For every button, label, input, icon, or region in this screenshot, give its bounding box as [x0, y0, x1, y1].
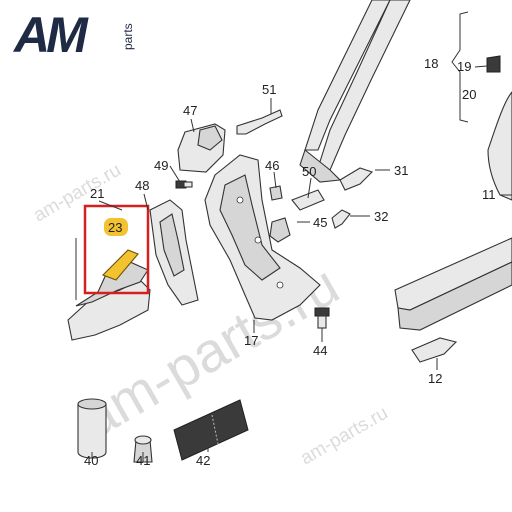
watermark-small-top-left: am-parts.ru: [30, 160, 125, 227]
callout-20: 20: [462, 87, 476, 102]
part-32: [331, 209, 351, 229]
callout-50: 50: [302, 164, 316, 179]
callout-46: 46: [265, 158, 279, 173]
part-23-bracket: [102, 249, 139, 281]
part-40-cylinder: [77, 398, 107, 459]
part-31: [339, 167, 374, 191]
bracket-19-part: [474, 55, 501, 73]
callout-40: 40: [84, 453, 98, 468]
callout-45: 45: [313, 215, 327, 230]
part-12-bracket: [411, 337, 458, 363]
callout-23: 23: [108, 220, 122, 235]
part-48-panel: [149, 199, 199, 306]
part-45: [269, 217, 291, 243]
part-49-screw: [175, 180, 193, 189]
callout-49: 49: [154, 158, 168, 173]
part-42-mat: [173, 399, 249, 461]
callout-41: 41: [136, 453, 150, 468]
part-51: [236, 109, 283, 135]
part-17-inner-panel: [204, 154, 321, 321]
callout-48: 48: [135, 178, 149, 193]
part-21-wheelarch: [67, 238, 151, 341]
part-46-clip: [269, 185, 283, 201]
part-47: [177, 123, 226, 173]
callout-31: 31: [394, 163, 408, 178]
callout-12: 12: [428, 371, 442, 386]
highlight-frame: [83, 204, 150, 295]
b-pillar-edge: [487, 91, 512, 201]
callout-44: 44: [313, 343, 327, 358]
callout-17: 17: [244, 333, 258, 348]
callout-labels: 47 51 49 46 50 31 45 32 21 48 23 17 44 1…: [84, 56, 496, 468]
callout-18: 18: [424, 56, 438, 71]
leader-lines: [91, 98, 512, 462]
watermark-small-bottom-right: am-parts.ru: [297, 403, 392, 470]
callout-19: 19: [457, 59, 471, 74]
am-parts-logo: AM parts: [12, 7, 135, 63]
logo-letters: AM: [12, 7, 89, 63]
part-50: [291, 189, 325, 211]
a-pillar-part: [299, 0, 411, 183]
callout-47: 47: [183, 103, 197, 118]
callout-42: 42: [196, 453, 210, 468]
callout-51: 51: [262, 82, 276, 97]
highlight-badge: [104, 218, 128, 236]
sill-part: [394, 237, 512, 331]
part-41-plug: [133, 435, 153, 463]
logo-suffix: parts: [121, 23, 135, 50]
part-44-bolt: [314, 307, 330, 340]
bracket-brace-18-20: [451, 11, 469, 123]
callout-11: 11: [482, 187, 496, 202]
callout-21: 21: [90, 186, 104, 201]
callout-32: 32: [374, 209, 388, 224]
